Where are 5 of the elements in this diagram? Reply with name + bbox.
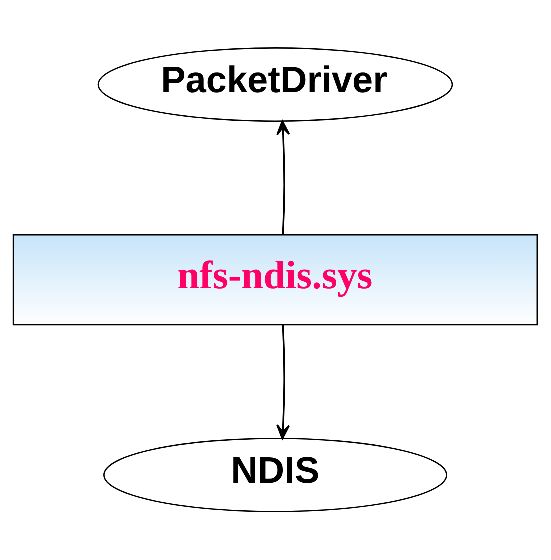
arrow [276, 324, 290, 440]
node-ellipse: NDIS [104, 438, 448, 512]
arrow [276, 120, 290, 235]
node-ellipse: PacketDriver [98, 48, 454, 122]
node-box: nfs-ndis.sys [12, 234, 538, 326]
